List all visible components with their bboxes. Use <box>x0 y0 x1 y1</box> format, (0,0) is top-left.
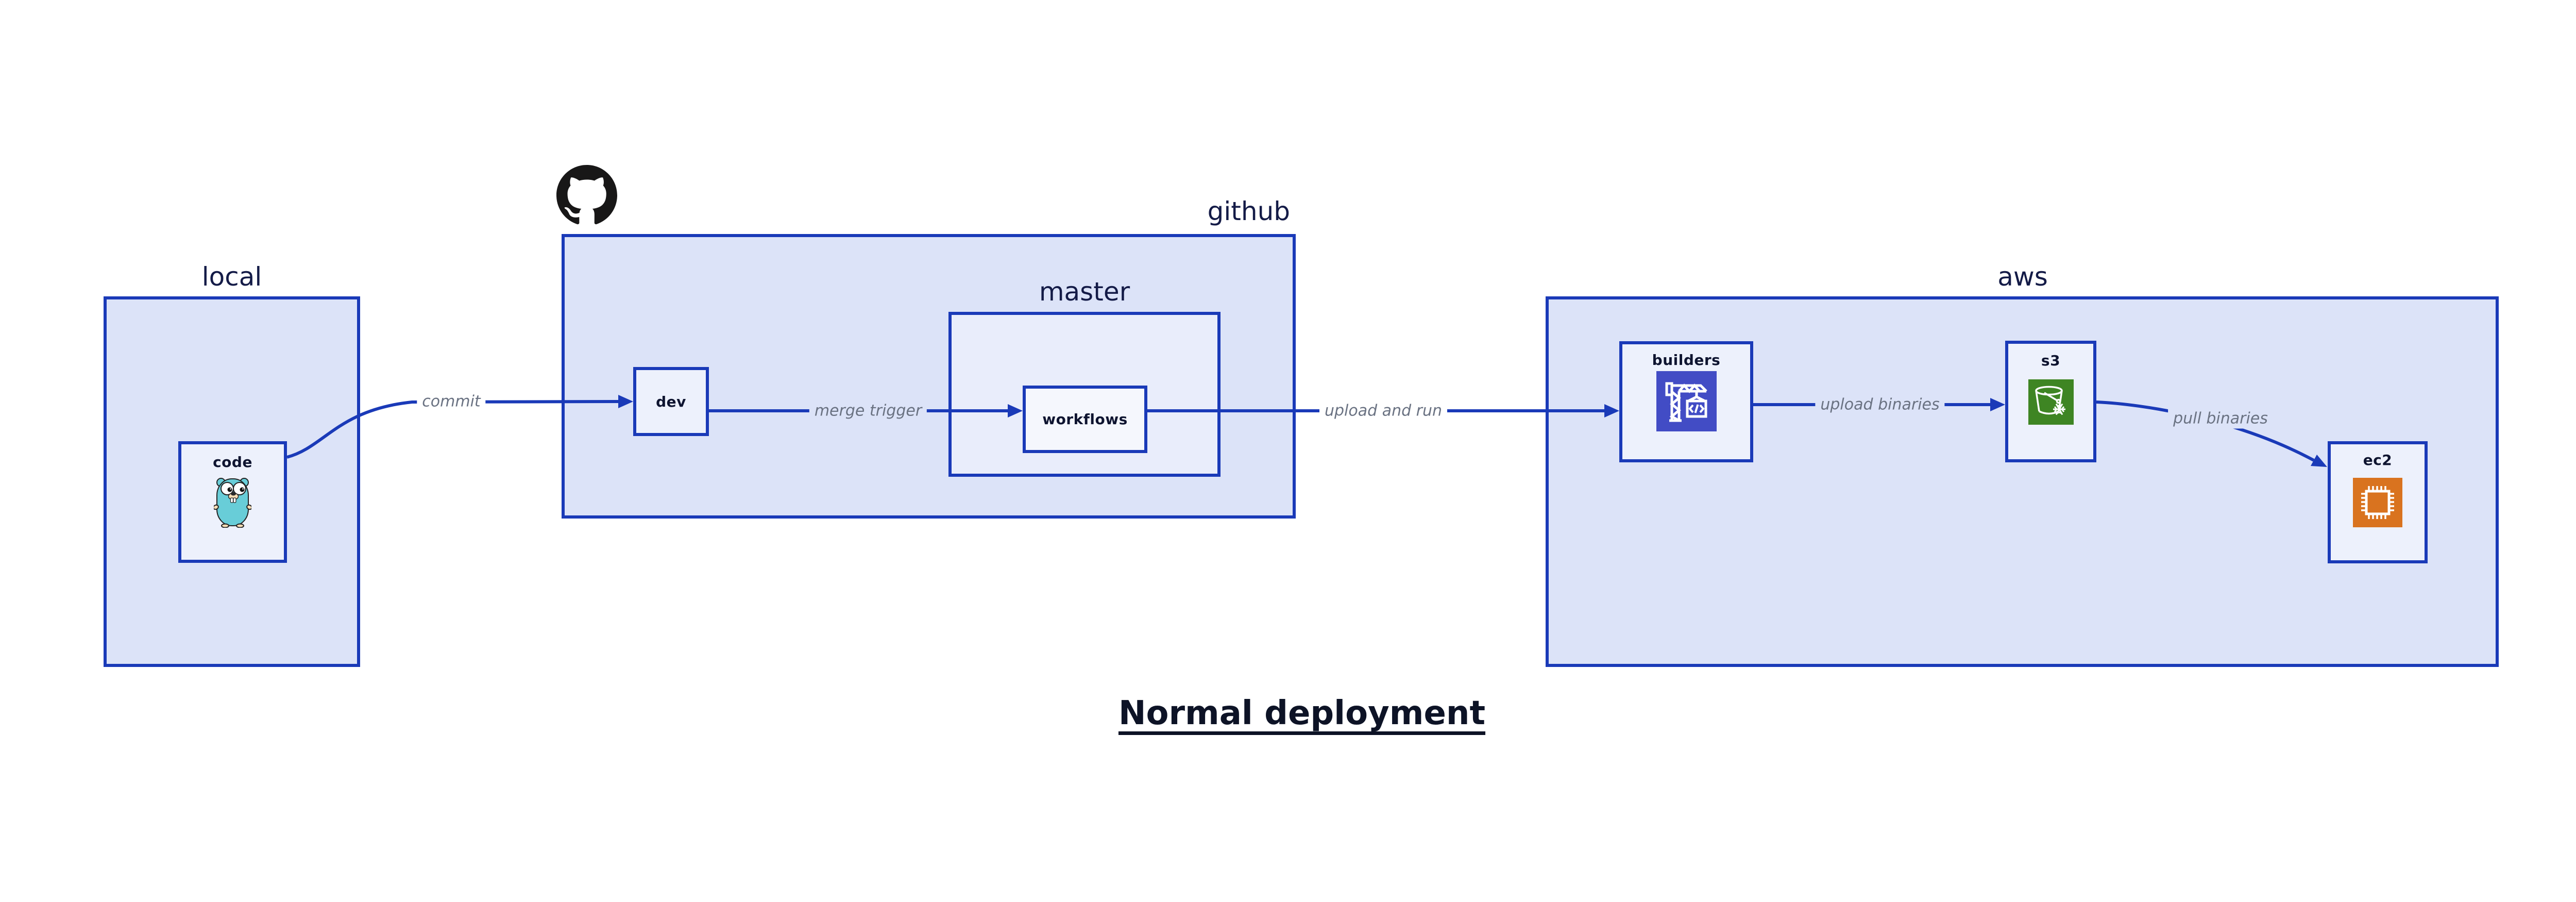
region-label-github: github <box>1207 196 1290 226</box>
edge-label-upload-binaries: upload binaries <box>1815 394 1945 415</box>
node-label-workflows: workflows <box>1042 411 1128 428</box>
node-s3: s3 <box>2005 341 2096 462</box>
edge-label-upload-and-run: upload and run <box>1319 400 1448 421</box>
diagram-title: Normal deployment <box>1118 694 1486 732</box>
ec2-chip-icon <box>2353 478 2402 527</box>
node-label-ec2: ec2 <box>2363 452 2393 469</box>
codebuild-crane-icon <box>1656 371 1717 431</box>
region-label-master: master <box>1039 277 1130 307</box>
edge-label-commit: commit <box>417 391 486 412</box>
edge-label-pull-binaries: pull binaries <box>2168 408 2273 429</box>
region-label-aws: aws <box>1997 262 2048 292</box>
edge-label-merge-trigger: merge trigger <box>809 400 927 421</box>
node-ec2: ec2 <box>2328 441 2428 563</box>
go-gopher-icon <box>214 475 251 528</box>
s3-glacier-bucket-icon <box>2028 379 2074 425</box>
node-code: code <box>178 441 287 563</box>
node-label-s3: s3 <box>2041 352 2061 369</box>
node-workflows: workflows <box>1023 386 1147 453</box>
node-label-builders: builders <box>1652 352 1721 369</box>
node-label-dev: dev <box>656 393 686 410</box>
region-label-local: local <box>201 262 262 292</box>
node-dev: dev <box>633 367 709 436</box>
github-octocat-icon <box>556 165 617 226</box>
node-label-code: code <box>213 454 252 471</box>
node-builders: builders <box>1619 341 1753 462</box>
